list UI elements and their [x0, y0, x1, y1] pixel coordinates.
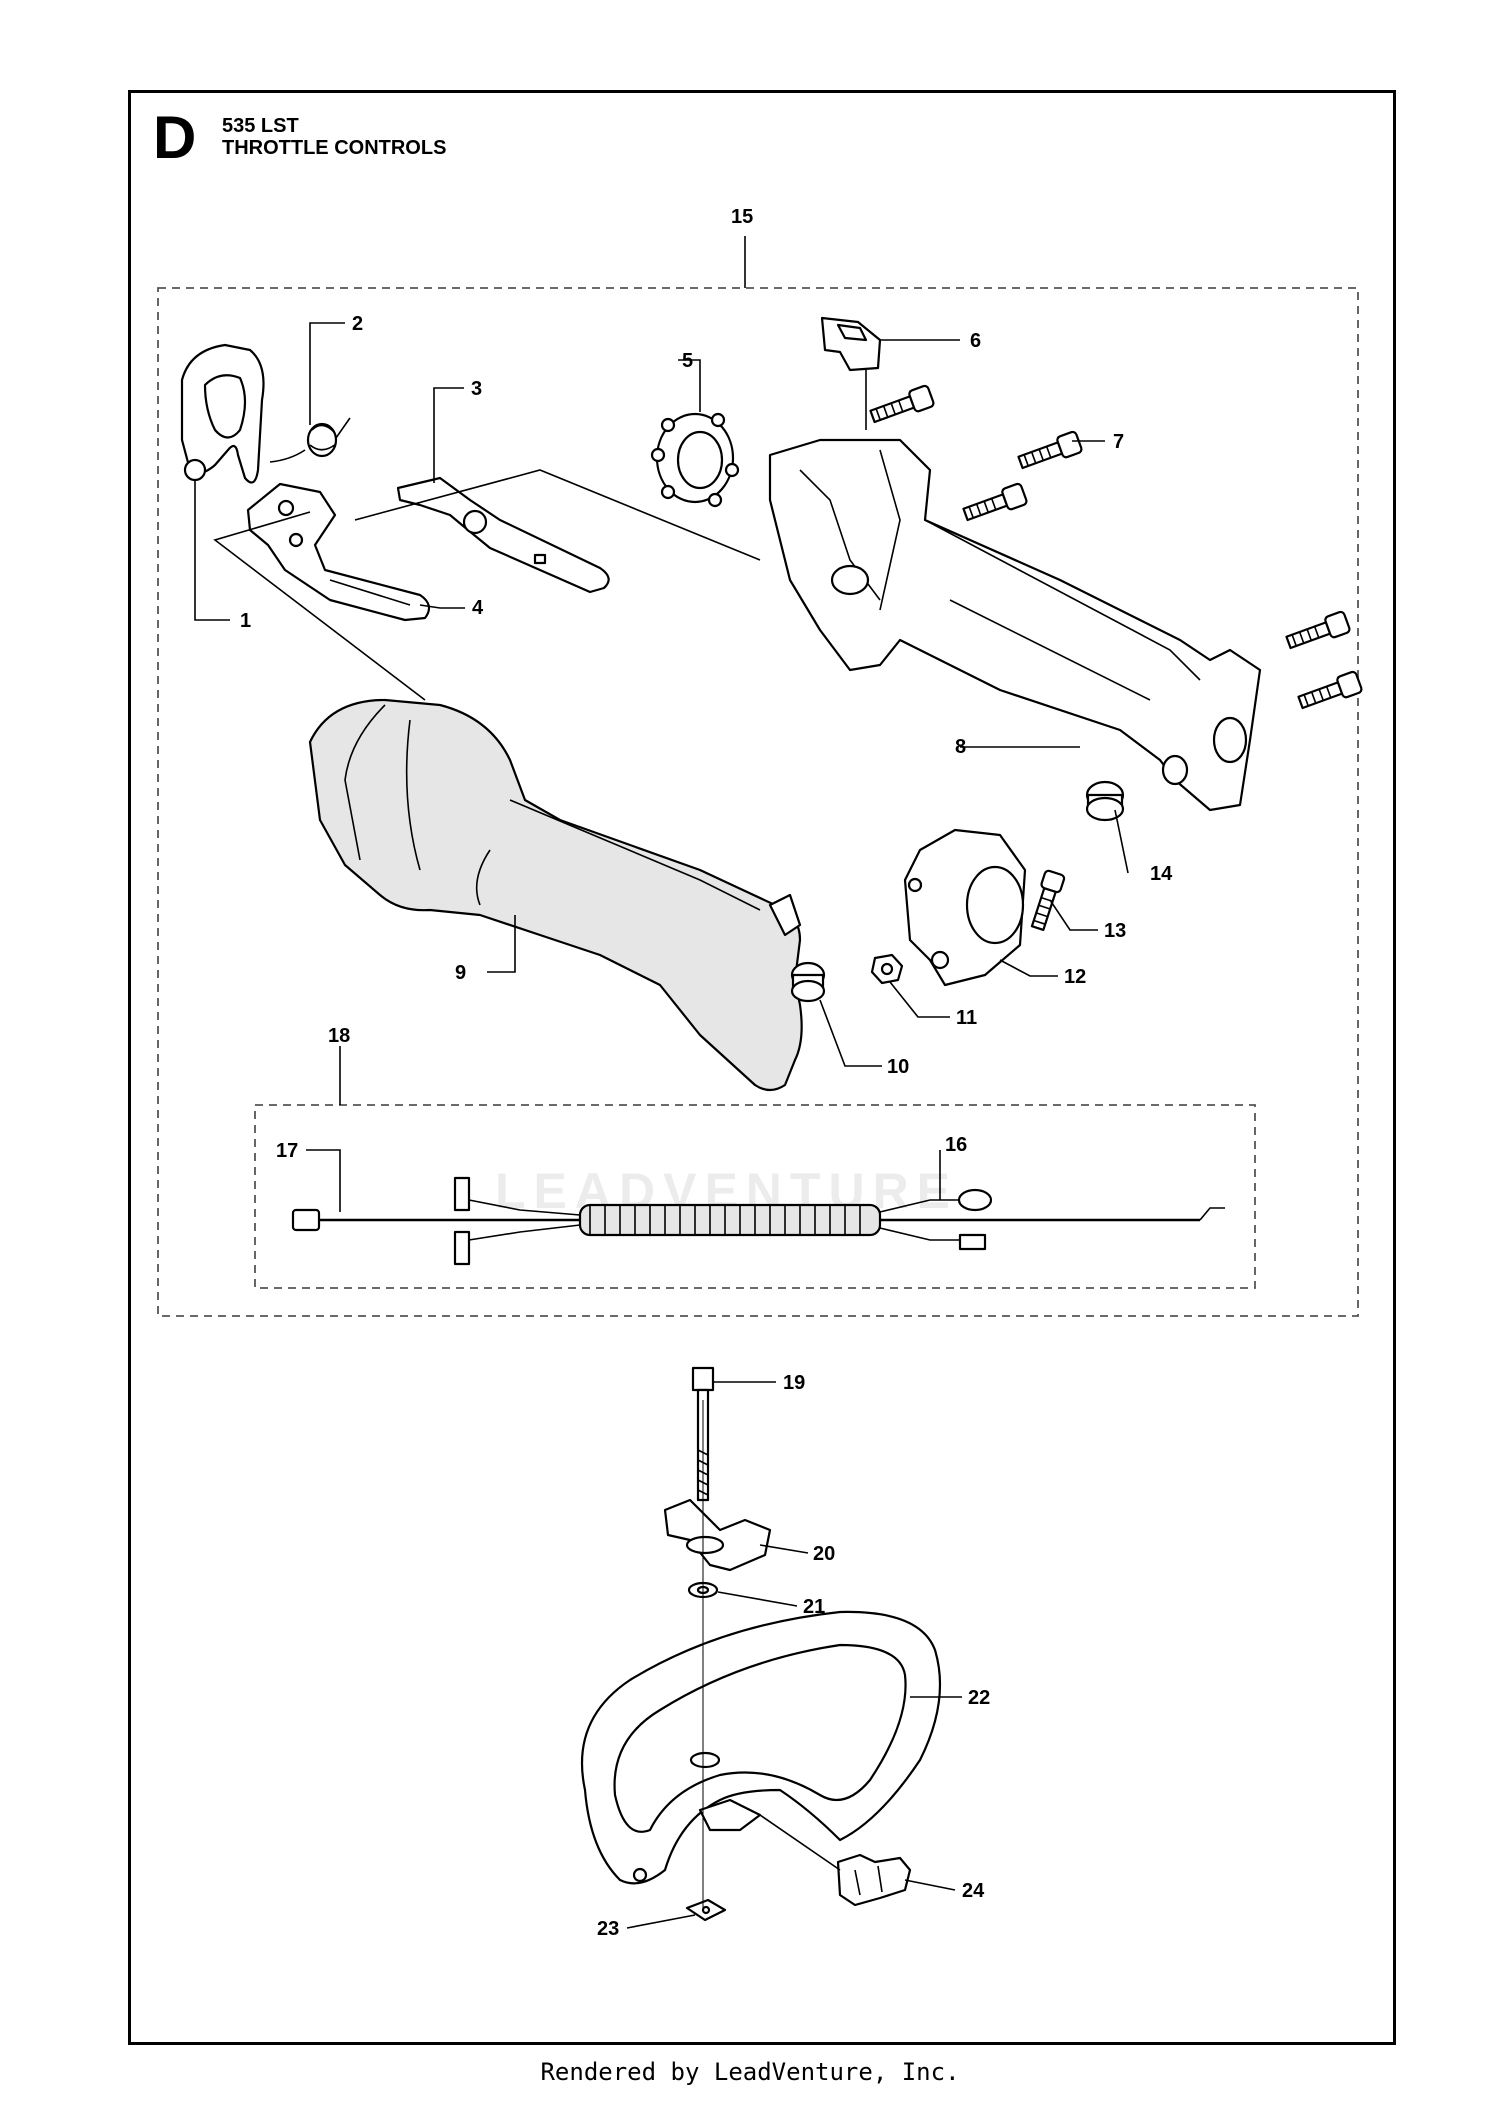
callout-14: 14 — [1150, 863, 1173, 885]
part-6-switch — [820, 316, 882, 430]
part-23-square-nut — [685, 1898, 727, 1922]
model-name: 535 LST — [222, 115, 299, 137]
callout-6: 6 — [970, 330, 981, 352]
callout-23: 23 — [597, 1918, 619, 1940]
part-8-handle-half — [768, 438, 1262, 812]
callout-7: 7 — [1113, 431, 1124, 453]
callout-13: 13 — [1104, 920, 1126, 942]
callout-8: 8 — [955, 736, 966, 758]
part-14-bushing — [1085, 780, 1125, 822]
callout-11: 11 — [956, 1007, 977, 1029]
part-10-bushing — [790, 961, 826, 1003]
part-20-knob — [663, 1498, 772, 1572]
callout-16: 16 — [945, 1134, 967, 1156]
part-5-ring-nut — [650, 412, 740, 508]
callout-18: 18 — [328, 1025, 350, 1047]
callout-12: 12 — [1064, 966, 1086, 988]
part-16-17-throttle-cable — [291, 1176, 1225, 1266]
diagram-title: THROTTLE CONTROLS — [222, 137, 447, 159]
group-box-15 — [157, 287, 1359, 1317]
part-13-screw — [1030, 869, 1066, 931]
callout-2: 2 — [352, 313, 363, 335]
part-1-bracket — [180, 343, 265, 484]
callout-15: 15 — [731, 206, 753, 228]
part-4-trigger — [246, 482, 431, 622]
part-11-nut — [870, 953, 904, 985]
callout-19: 19 — [783, 1372, 805, 1394]
callout-9: 9 — [455, 962, 466, 984]
callout-labels: 1 2 3 4 5 6 7 8 9 10 11 12 13 14 15 16 1… — [240, 206, 1173, 1940]
callout-17: 17 — [276, 1140, 298, 1162]
leader-lines — [194, 322, 1129, 1929]
part-2-spring — [269, 417, 351, 463]
callout-22: 22 — [968, 1687, 990, 1709]
part-9-handle-cover — [308, 698, 803, 1092]
callout-1: 1 — [240, 610, 251, 632]
part-22-loop-handle — [580, 1610, 942, 1885]
section-letter: D — [153, 104, 197, 171]
part-7-screws — [869, 384, 1363, 710]
part-3-throttle-lever — [396, 476, 610, 594]
callout-24: 24 — [962, 1880, 985, 1902]
part-24-clip — [836, 1853, 912, 1907]
footer-credit: Rendered by LeadVenture, Inc. — [540, 2058, 960, 2086]
callout-10: 10 — [887, 1056, 909, 1078]
callout-4: 4 — [472, 597, 484, 619]
callout-5: 5 — [682, 350, 693, 372]
part-12-clamp — [903, 828, 1027, 987]
diagram-frame — [128, 90, 1396, 2045]
callout-3: 3 — [471, 378, 482, 400]
callout-20: 20 — [813, 1543, 835, 1565]
callout-21: 21 — [803, 1596, 825, 1618]
group-box-18 — [254, 1104, 1256, 1289]
